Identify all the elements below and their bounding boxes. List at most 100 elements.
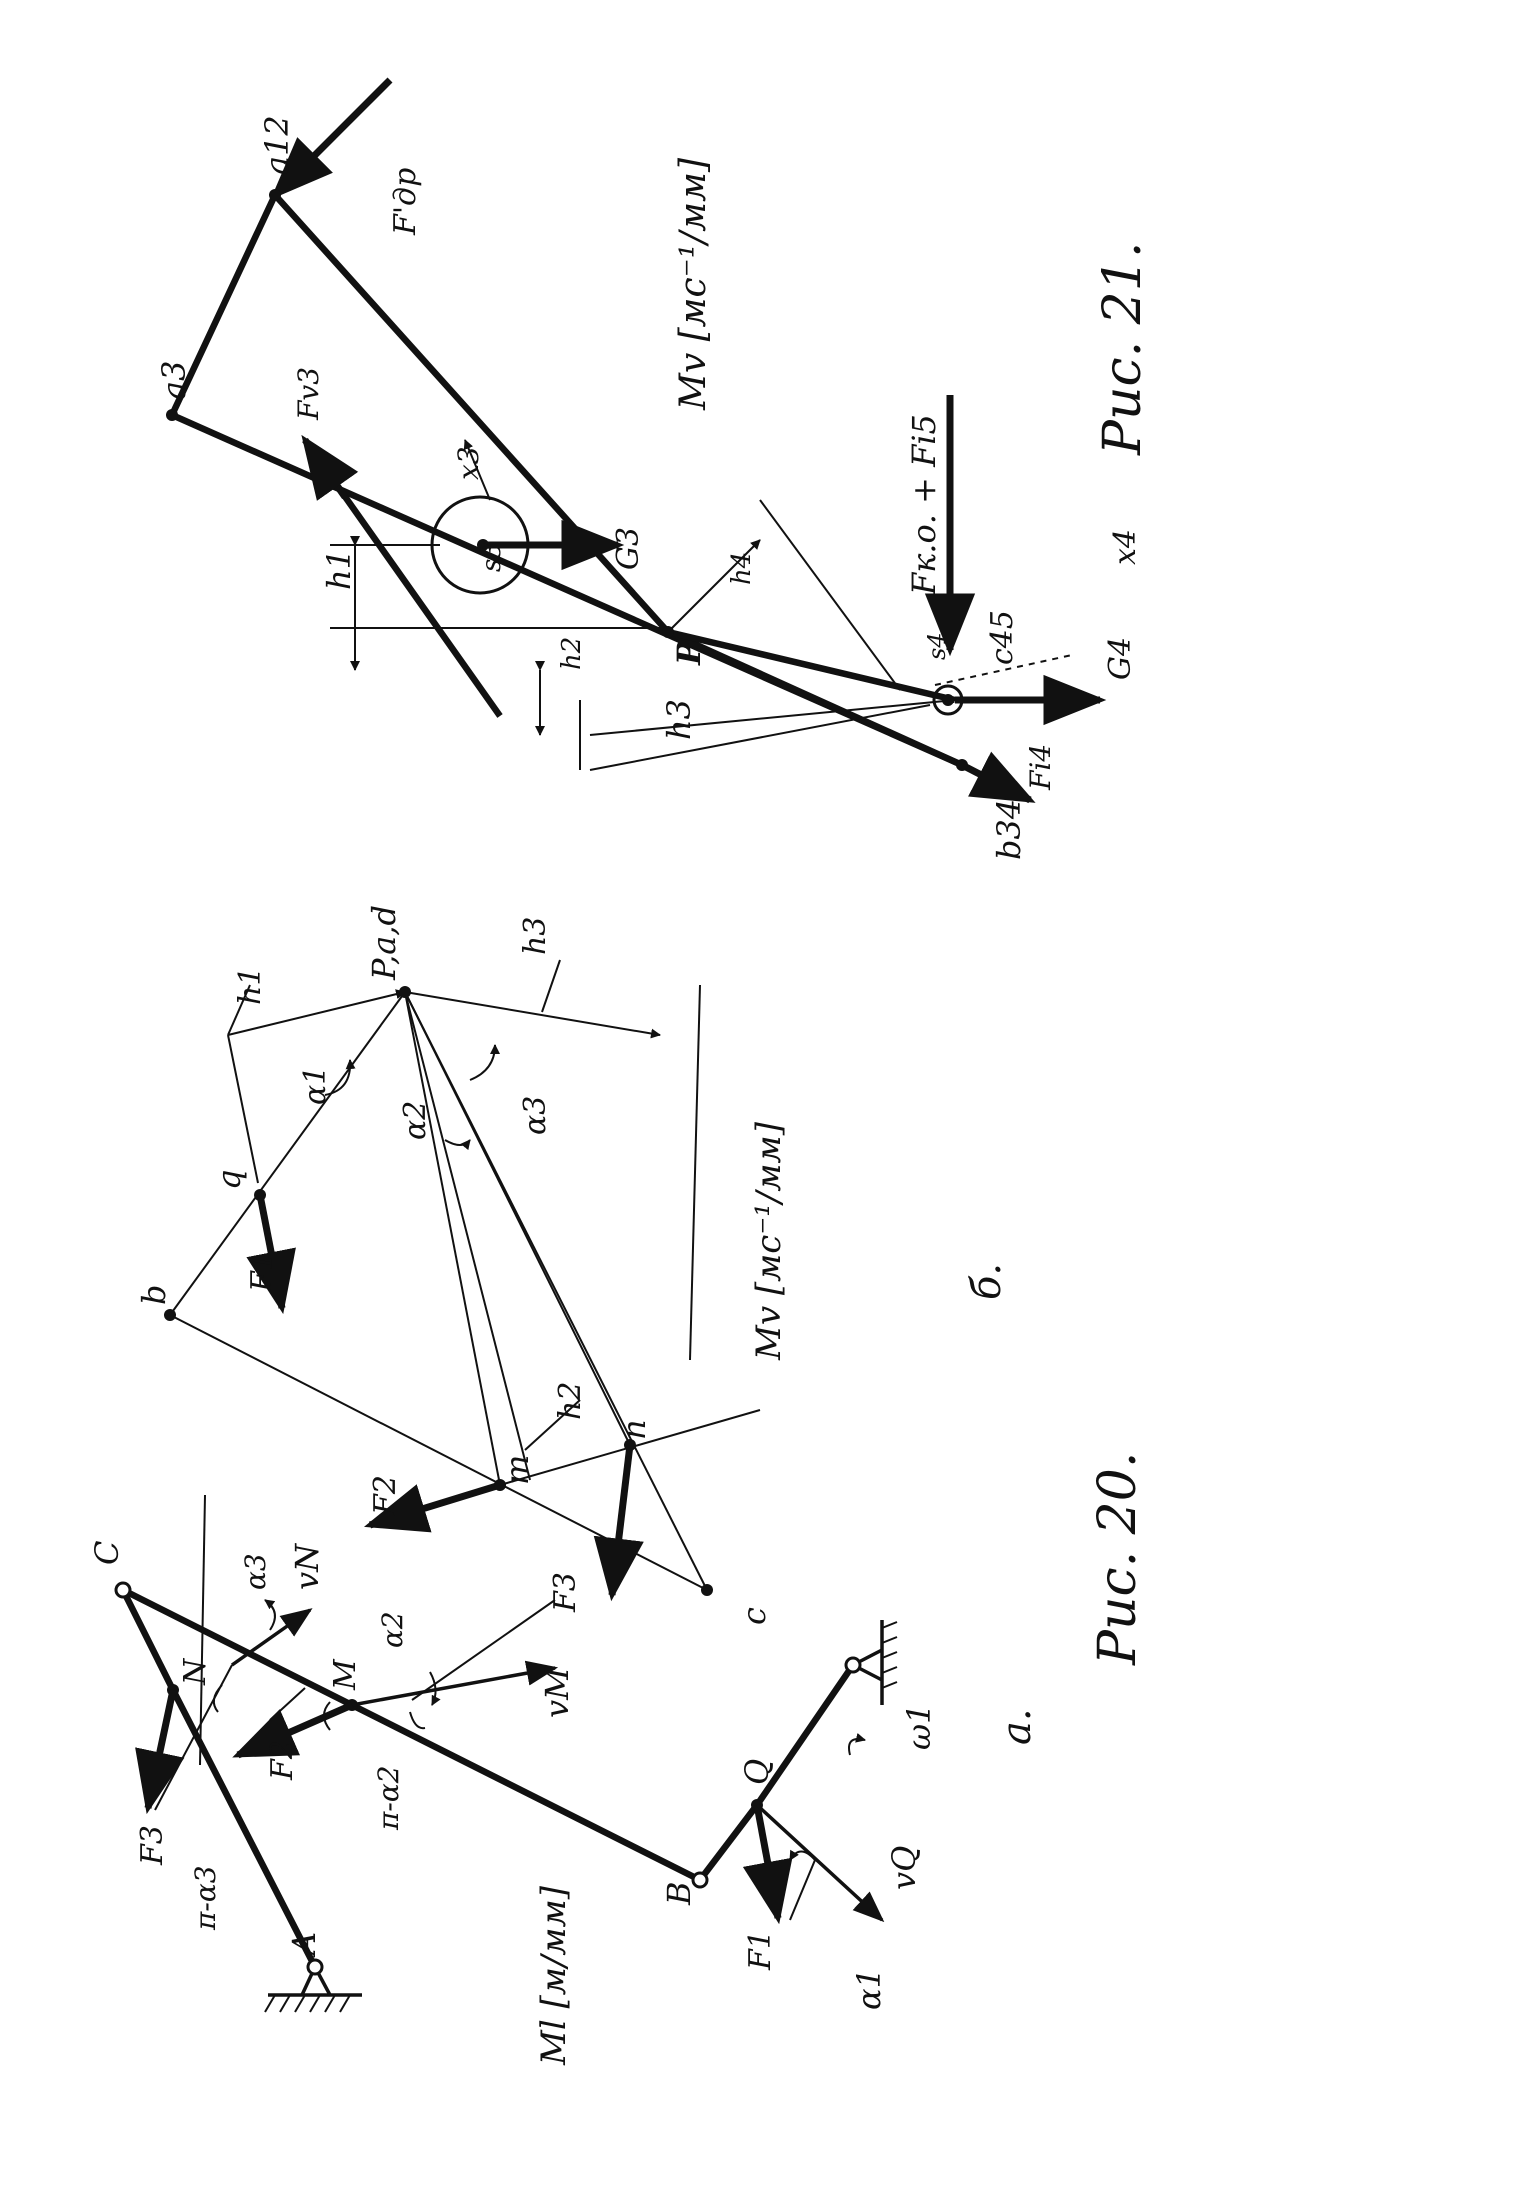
label-f3: F3	[135, 1825, 170, 1866]
svg-text:h4: h4	[727, 552, 757, 585]
svg-text:a3: a3	[155, 361, 193, 400]
label-fko: Fк.о. + Fi5	[905, 414, 943, 596]
label-s3: s3	[477, 542, 507, 572]
label-scale-mv-21: Мv [мс⁻¹/мм]	[673, 157, 714, 411]
force-f1	[742, 1804, 793, 1925]
svg-text:F2: F2	[368, 1475, 403, 1516]
svg-text:a12: a12	[258, 115, 296, 175]
force-f3	[135, 1689, 185, 1815]
label-g4: G4	[1103, 637, 1138, 680]
label-g3: G3	[611, 527, 646, 570]
svg-text:h3: h3	[518, 917, 553, 955]
svg-text:B: B	[660, 1881, 698, 1906]
svg-text:q: q	[210, 1170, 248, 1190]
svg-text:h3: h3	[660, 699, 698, 740]
label-a3: a3	[155, 361, 193, 400]
svg-text:vN: vN	[288, 1543, 326, 1590]
label-h2: h2	[557, 637, 587, 670]
label-a12: a12	[258, 115, 296, 175]
svg-text:P,a,d: P,a,d	[365, 905, 403, 981]
svg-text:h1: h1	[320, 549, 358, 590]
line-p-m	[404, 991, 501, 1486]
caption-fig21: Рис. 21.	[1093, 242, 1153, 456]
svg-text:x4: x4	[1108, 529, 1143, 565]
force-f1-b	[246, 1194, 296, 1315]
svg-text:Fк.о. + Fi5: Fк.о. + Fi5	[905, 414, 943, 596]
label-omega1: ω1	[900, 1704, 938, 1750]
line-p-n	[404, 991, 631, 1446]
svg-text:α1: α1	[298, 1066, 333, 1105]
label-f1: F1	[743, 1930, 778, 1971]
lever-p-c45	[667, 628, 956, 704]
svg-text:б.: б.	[964, 1263, 1010, 1300]
svg-text:ω1: ω1	[900, 1704, 938, 1750]
svg-text:π-α3: π-α3	[189, 1865, 222, 1931]
velocity-vm	[351, 1660, 559, 1707]
svg-text:F3: F3	[135, 1825, 170, 1866]
label-h3: h3	[660, 699, 698, 740]
svg-text:h2: h2	[553, 1382, 588, 1420]
label-h2-b: h2	[553, 1382, 588, 1420]
svg-text:vM: vM	[538, 1666, 576, 1718]
arc-pi-alpha3	[212, 1684, 223, 1713]
svg-text:Рис. 21.: Рис. 21.	[1093, 242, 1153, 456]
svg-text:Q: Q	[738, 1759, 776, 1785]
link-q-a	[754, 1663, 856, 1807]
label-h3-b: h3	[518, 917, 553, 955]
label-x3: x3	[452, 446, 485, 480]
svg-text:s3: s3	[477, 542, 507, 572]
fig20b-velocity-plan: b q P,a,d m n c F1 F2 F3 h1 h2 h3 α1 α2 …	[135, 905, 1010, 1625]
link-b-q	[697, 1803, 760, 1882]
label-b34: b34	[990, 799, 1028, 860]
label-vn: vN	[288, 1543, 326, 1590]
arc-alpha2-b	[409, 1711, 426, 1730]
svg-text:c45: c45	[985, 610, 1020, 665]
svg-text:F2: F2	[265, 1740, 300, 1781]
svg-text:α3: α3	[239, 1553, 272, 1590]
svg-text:π-α2: π-α2	[372, 1765, 405, 1831]
label-fv3: Fv3	[292, 367, 325, 421]
label-alpha1-b: α1	[298, 1066, 333, 1105]
svg-text:M: M	[328, 1658, 363, 1691]
svg-text:A: A	[285, 1932, 323, 1958]
label-c-lower: c	[735, 1607, 773, 1625]
force-f2-b	[363, 1481, 502, 1533]
label-p: P	[670, 640, 708, 666]
label-c45: c45	[985, 610, 1020, 665]
arc-omega1	[848, 1732, 866, 1756]
svg-text:s4: s4	[923, 632, 951, 660]
svg-text:α3: α3	[518, 1096, 553, 1135]
lever-p-b34	[666, 629, 964, 768]
velocity-vq	[755, 1803, 885, 1923]
link-c-b	[121, 1587, 702, 1883]
ground-support-a-bottom	[264, 1966, 362, 2013]
label-b: B	[660, 1881, 698, 1906]
label-pi-alpha2: π-α2	[372, 1765, 405, 1831]
svg-text:m: m	[498, 1455, 536, 1485]
svg-text:а.: а.	[994, 1708, 1040, 1745]
force-fdr	[270, 77, 393, 200]
link-a-n	[170, 1688, 318, 1969]
label-scale-mv-b: Мv [мс⁻¹/мм]	[749, 1121, 789, 1361]
label-alpha3-b: α3	[518, 1096, 553, 1135]
joint-c	[114, 1581, 132, 1599]
label-vq: vQ	[885, 1846, 923, 1890]
velocity-vn	[230, 1608, 313, 1667]
arc-alpha1	[789, 1849, 816, 1861]
svg-text:G3: G3	[611, 527, 646, 570]
svg-text:c: c	[735, 1607, 773, 1625]
svg-text:α2: α2	[398, 1101, 433, 1140]
label-alpha2: α2	[376, 1611, 409, 1648]
force-f3-b	[593, 1444, 644, 1602]
svg-text:Fv3: Fv3	[292, 367, 325, 421]
label-c: C	[88, 1541, 126, 1565]
label-b-lower: b	[135, 1285, 173, 1305]
svg-text:Мv [мс⁻¹/мм]: Мv [мс⁻¹/мм]	[749, 1121, 789, 1361]
label-subfig-a: а.	[994, 1708, 1040, 1745]
label-pi-alpha3: π-α3	[189, 1865, 222, 1931]
label-h4: h4	[727, 552, 757, 585]
force-f2	[232, 1701, 354, 1759]
label-h1-b: h1	[233, 967, 268, 1005]
label-fi4: Fi4	[1024, 744, 1057, 791]
